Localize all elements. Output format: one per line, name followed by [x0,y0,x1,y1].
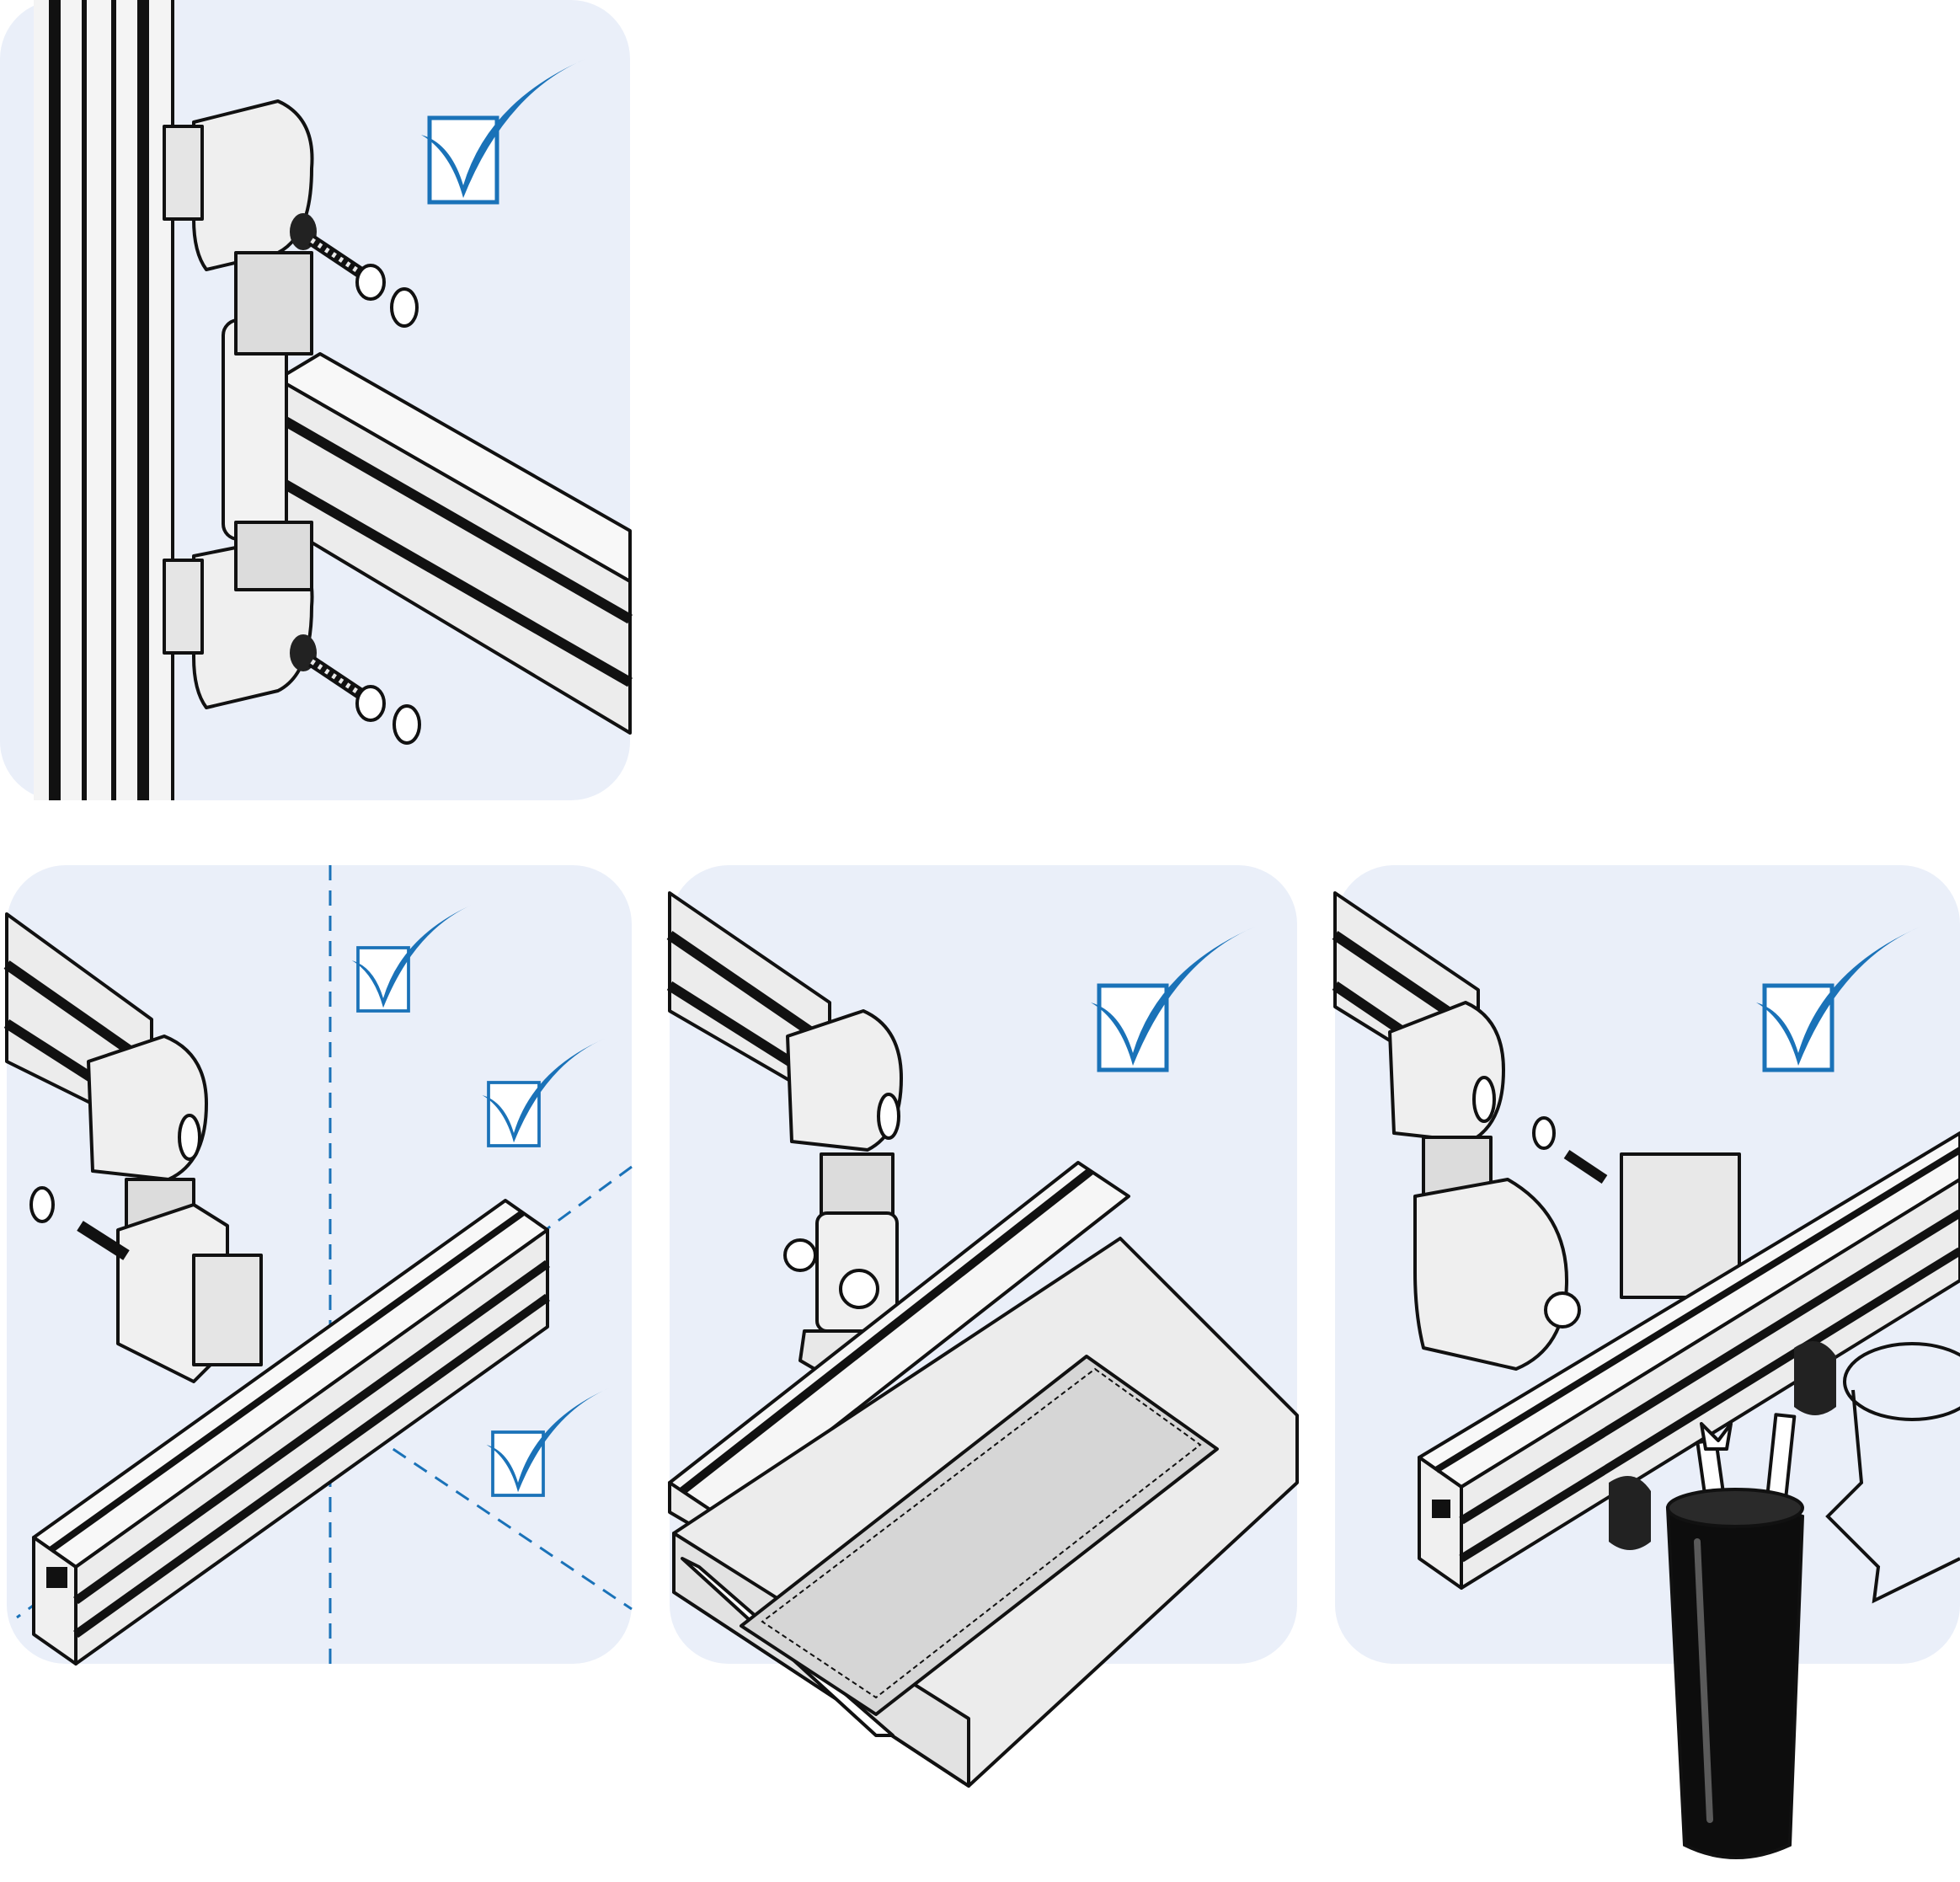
hinge-illustration [34,0,633,800]
check-icon [421,59,585,202]
check-icon [1091,927,1255,1070]
rotation-illustration [3,865,633,1665]
keyboard-tray-illustration [666,891,1299,1788]
tool-holder-illustration [1332,891,1960,1859]
check-icon [1756,927,1920,1070]
check-icon [350,901,477,1013]
check-icon [484,1386,611,1497]
check-icon [480,1036,607,1147]
